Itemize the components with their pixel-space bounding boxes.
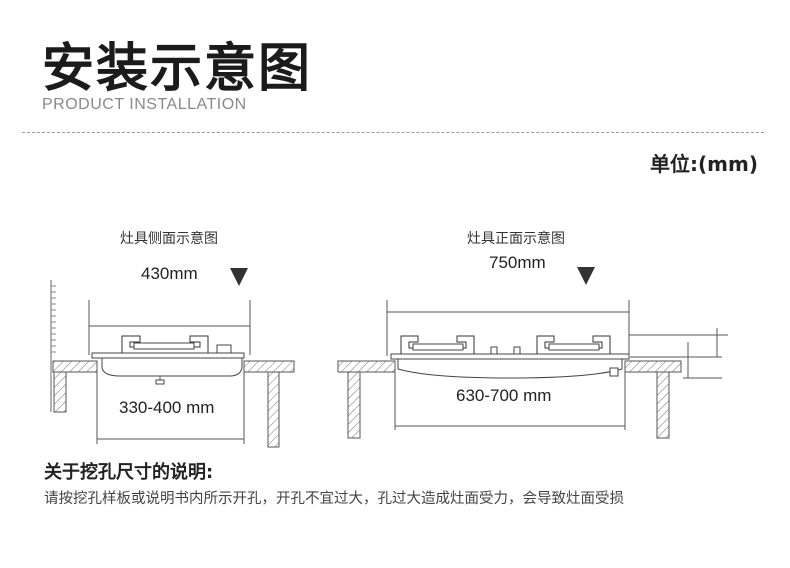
divider-line xyxy=(22,132,764,133)
side-view-down-arrow-icon xyxy=(230,268,248,286)
page-subtitle: PRODUCT INSTALLATION xyxy=(42,96,247,113)
front-view-cutout-dimension: 630-700 mm xyxy=(456,386,552,405)
unit-label: 单位:(mm) xyxy=(650,152,758,176)
side-view-caption: 灶具侧面示意图 xyxy=(120,231,218,247)
side-view-drawing xyxy=(50,280,295,448)
front-view-caption: 灶具正面示意图 xyxy=(467,231,565,247)
page-title: 安装示意图 xyxy=(42,39,313,99)
front-view-drawing xyxy=(337,300,728,439)
front-view-down-arrow-icon xyxy=(577,267,595,285)
front-view-top-dimension: 750mm xyxy=(489,253,546,272)
side-view-top-dimension: 430mm xyxy=(141,264,198,283)
notes-title: 关于挖孔尺寸的说明: xyxy=(44,462,214,483)
side-view-cutout-dimension: 330-400 mm xyxy=(119,398,215,417)
notes-body: 请按挖孔样板或说明书内所示开孔，开孔不宜过大，孔过大造成灶面受力，会导致灶面受损 xyxy=(44,491,624,507)
